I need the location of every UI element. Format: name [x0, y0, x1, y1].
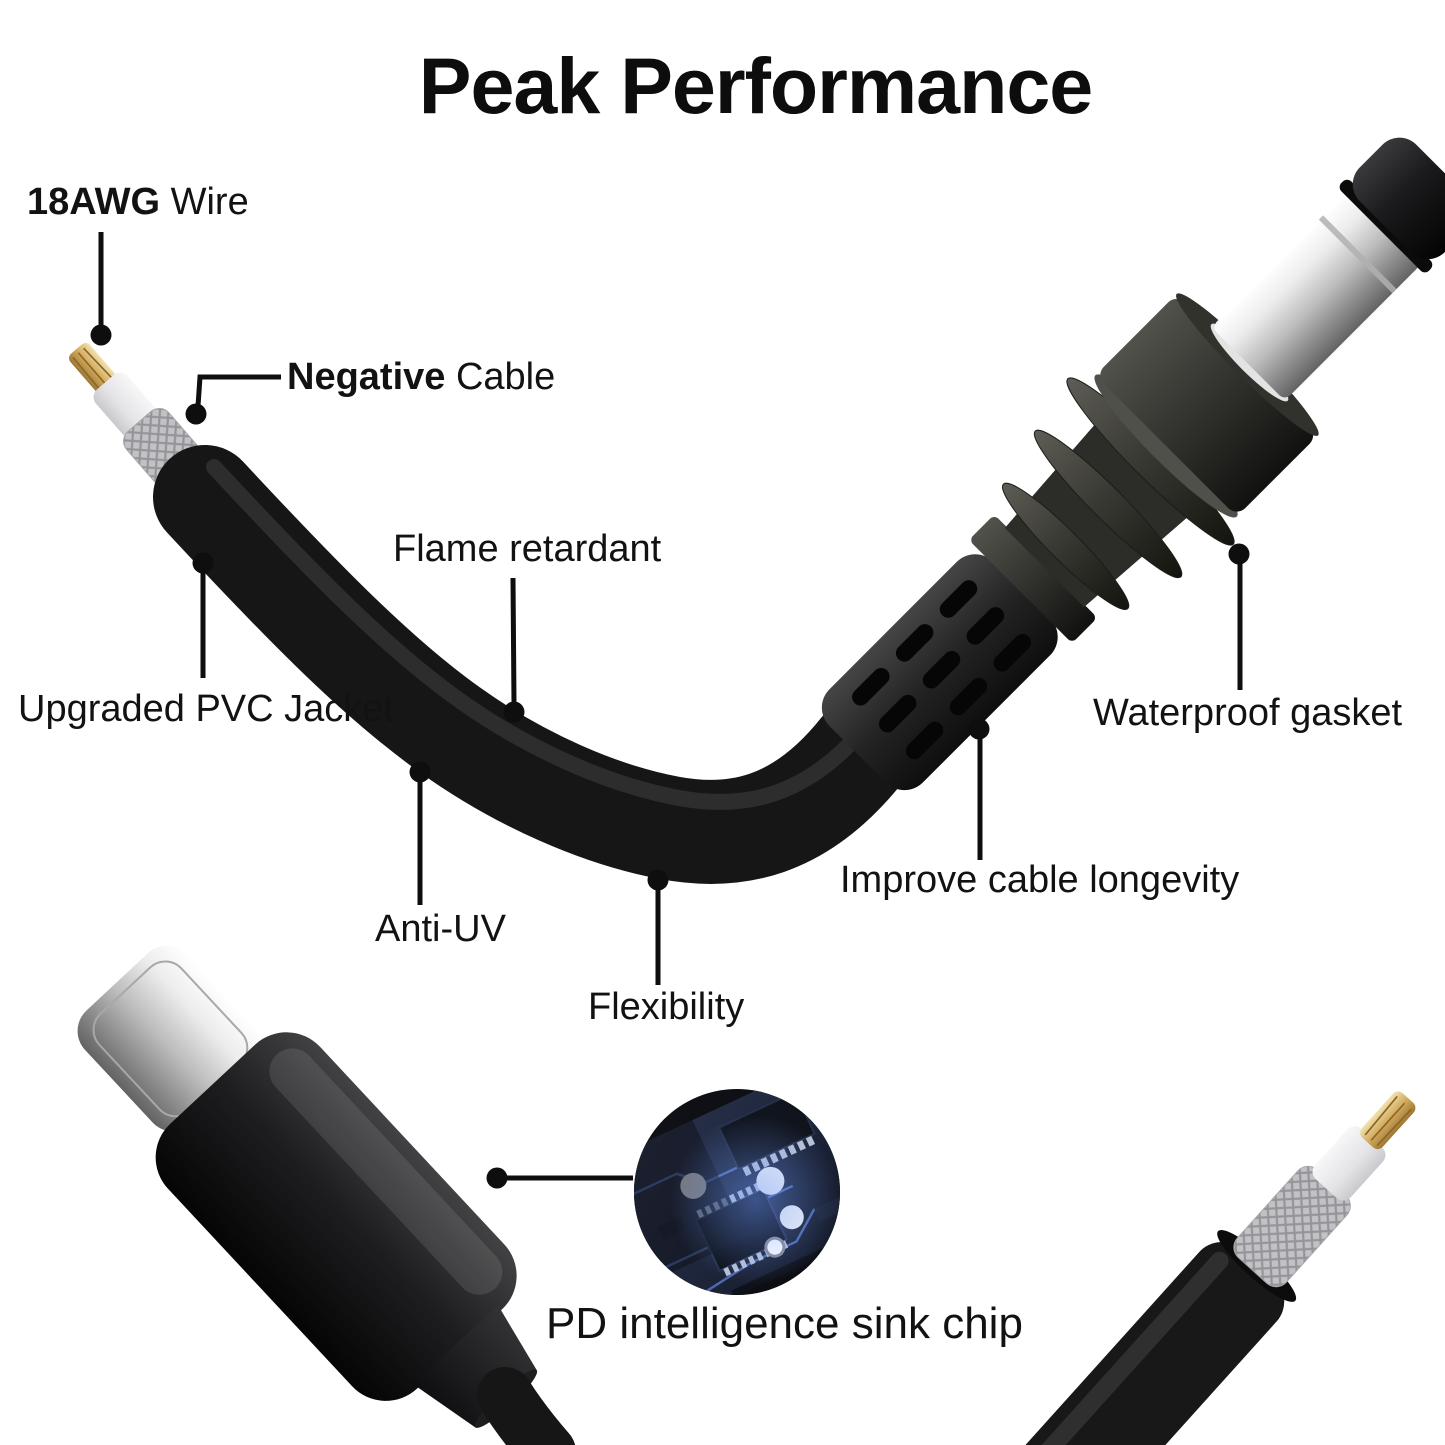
- cable-jacket-highlight: [954, 1251, 1229, 1445]
- callout-dot-flame: [503, 701, 525, 723]
- callout-dot-pdchip: [486, 1167, 508, 1189]
- usbc-connector: [77, 945, 538, 1428]
- dc-tip: [1352, 137, 1445, 260]
- label-improve-cable-longevity: Improve cable longevity: [840, 859, 1240, 901]
- label-negative-cable: Negative Cable: [287, 358, 555, 396]
- main-cable: [153, 445, 914, 884]
- usbc-body: [155, 1032, 517, 1401]
- label-18awg-wire-rest: Wire: [160, 181, 249, 223]
- callout-dot-waterproof: [1228, 543, 1250, 565]
- inner-insulation: [1312, 1126, 1386, 1201]
- label-anti-uv: Anti-UV: [375, 908, 506, 950]
- label-negative-cable-rest: Cable: [445, 356, 556, 398]
- callouts: [90, 232, 1250, 1189]
- dc-connector: [821, 137, 1445, 791]
- callout-dot-longevity: [968, 718, 990, 740]
- callout-line-flame: [510, 577, 517, 705]
- callout-dot-pvc: [192, 552, 214, 574]
- metal-barrel: [1214, 193, 1419, 398]
- barrel-seam: [1318, 215, 1397, 294]
- main-cable-highlight: [206, 459, 879, 810]
- label-pd-intelligence-sink-chip: PD intelligence sink chip: [546, 1299, 1023, 1348]
- label-upgraded-pvc-jacket: Upgraded PVC Jacket: [18, 688, 394, 730]
- cable-jacket: [947, 1242, 1285, 1445]
- label-negative-cable-bold: Negative: [287, 356, 446, 398]
- label-flexibility: Flexibility: [588, 986, 745, 1028]
- callout-dot-awg: [90, 324, 112, 346]
- callout-line-negative: [195, 374, 281, 407]
- strain-relief: [821, 554, 1058, 791]
- label-waterproof-gasket: Waterproof gasket: [1093, 692, 1403, 734]
- callout-dot-negative: [185, 403, 207, 425]
- label-flame-retardant: Flame retardant: [393, 528, 662, 570]
- page-title: Peak Performance: [418, 41, 1093, 130]
- pcb-glow: [670, 1115, 840, 1285]
- copper-strand-lines: [1364, 1095, 1412, 1147]
- connector-body: [1100, 298, 1314, 512]
- callout-dot-flex: [647, 869, 669, 891]
- waterproof-gasket-fins: [1002, 377, 1235, 610]
- collar-ring: [971, 517, 1095, 641]
- wire-end-bottom-right: [947, 1091, 1416, 1445]
- label-18awg-wire: 18AWG Wire: [27, 183, 249, 221]
- usbc-body-highlight: [269, 1048, 503, 1295]
- strain-relief-slots: [852, 580, 1032, 760]
- label-18awg-wire-bold: 18AWG: [27, 181, 161, 223]
- copper-strand-lines: [72, 347, 116, 394]
- callout-dot-antiuv: [409, 761, 431, 783]
- usbc-cable-tail: [477, 1367, 576, 1445]
